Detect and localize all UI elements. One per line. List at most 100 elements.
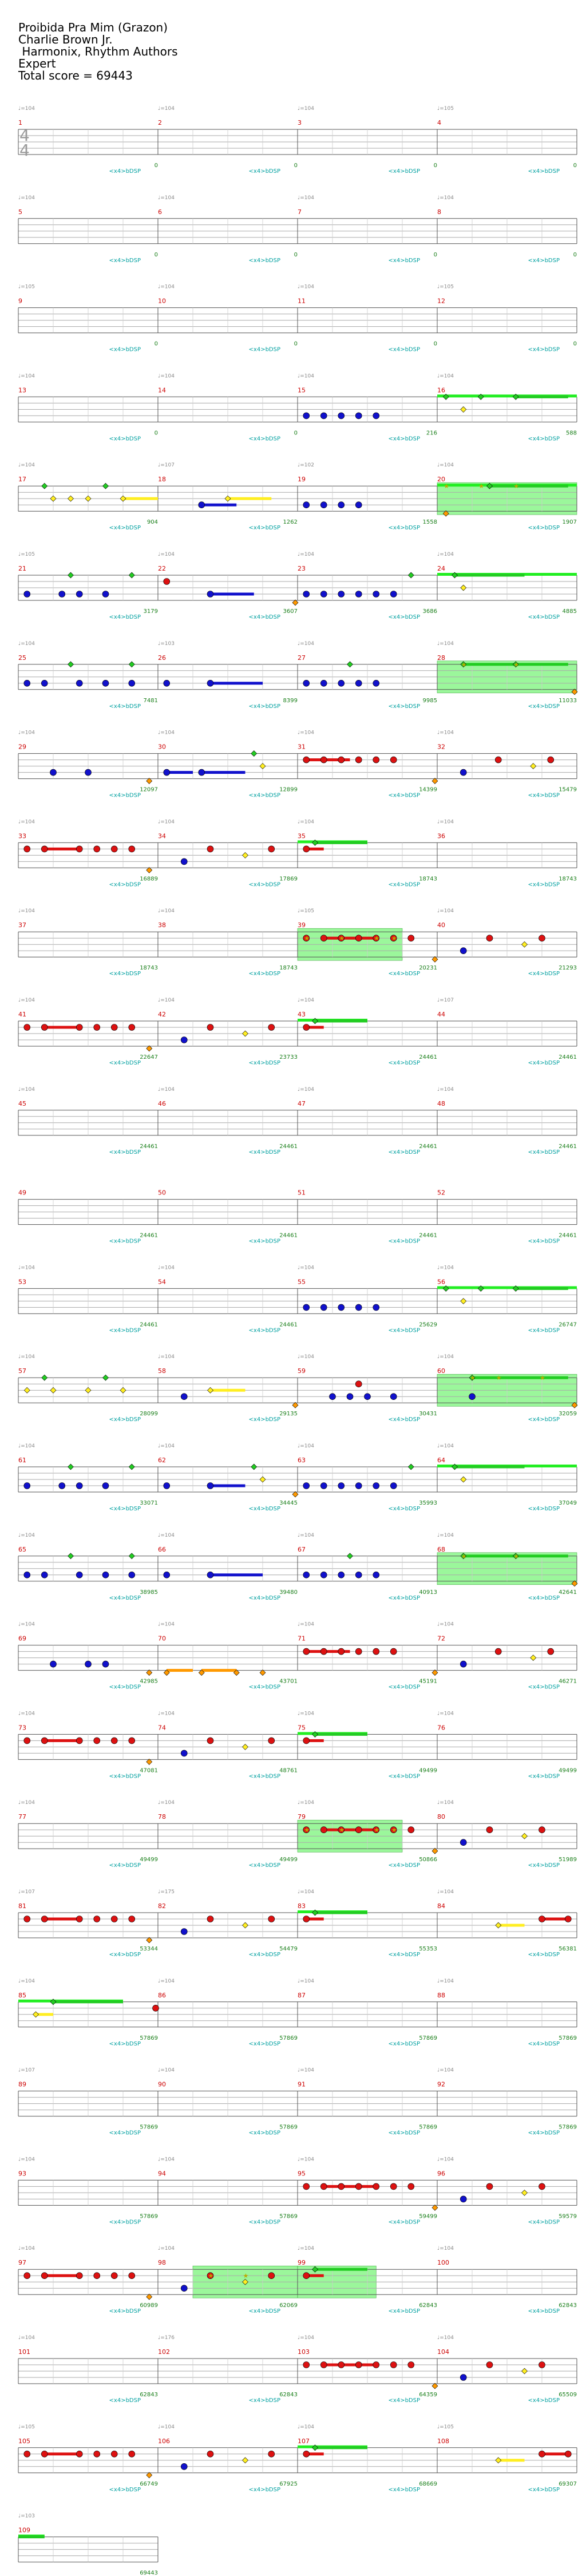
red-note: [268, 1024, 275, 1031]
measure-number: 71: [298, 1635, 306, 1643]
measure-number: 14: [158, 386, 166, 394]
blue-note: [102, 1660, 109, 1668]
tempo-marker: ♩=104: [18, 373, 35, 379]
tempo-marker: ♩=104: [298, 284, 314, 290]
orange-note: [233, 1669, 240, 1676]
star-marker: ★: [208, 2272, 214, 2280]
green-note: [460, 661, 467, 668]
orange-note: [571, 688, 578, 695]
measure-score: 0: [155, 341, 158, 347]
tempo-marker: ♩=105: [437, 284, 454, 290]
multiplier-label: <x4>bDSP: [109, 614, 141, 620]
star-marker: ★: [540, 1374, 545, 1382]
green-note: [512, 393, 519, 400]
measure-number: 78: [158, 1813, 166, 1821]
measure-score: 0: [573, 252, 577, 258]
tempo-marker: ♩=104: [18, 462, 35, 468]
measure-number: 92: [437, 2081, 445, 2088]
blue-note: [338, 1304, 345, 1311]
measure-score: 18743: [419, 876, 437, 882]
red-note: [390, 935, 397, 941]
blue-note: [373, 1572, 380, 1578]
red-note: [303, 2272, 310, 2279]
measure-score: 0: [294, 341, 298, 347]
multiplier-label: <x4>bDSP: [109, 258, 141, 264]
tempo-marker: ♩=104: [298, 1711, 314, 1716]
tempo-marker: ♩=104: [158, 552, 175, 557]
blue-note: [102, 680, 109, 687]
star-marker: ★: [470, 1374, 476, 1382]
blue-note: [338, 501, 345, 509]
blue-note: [163, 769, 171, 776]
multiplier-label: <x4>bDSP: [109, 2041, 141, 2047]
tempo-marker: ♩=104: [18, 1533, 35, 1538]
blue-note: [85, 1660, 92, 1668]
red-note: [303, 1648, 310, 1655]
measure-number: 32: [437, 743, 445, 751]
blue-note: [23, 680, 31, 687]
multiplier-label: <x4>bDSP: [389, 793, 420, 799]
blue-note: [58, 1482, 66, 1489]
measure-number: 96: [437, 2170, 445, 2177]
measure-number: 86: [158, 1992, 166, 1999]
measure-number: 51: [298, 1189, 306, 1197]
red-note: [23, 2272, 31, 2279]
red-note: [110, 1024, 118, 1031]
multiplier-label: <x4>bDSP: [109, 2397, 141, 2404]
blue-note: [320, 1304, 327, 1311]
blue-note: [303, 412, 310, 420]
yellow-note: [242, 1922, 248, 1929]
measure-number: 103: [298, 2348, 310, 2356]
yellow-note: [521, 2368, 528, 2375]
measure-number: 21: [18, 565, 26, 572]
green-note: [512, 1285, 519, 1292]
measure-number: 28: [437, 654, 445, 662]
red-note: [110, 1737, 118, 1744]
red-note: [207, 2272, 214, 2279]
measure-number: 60: [437, 1367, 445, 1375]
tempo-marker: ♩=104: [437, 730, 454, 736]
measure-number: 2: [158, 119, 162, 126]
measure-score: 62843: [419, 2302, 437, 2309]
tempo-marker: ♩=104: [158, 730, 175, 736]
red-note: [407, 2361, 415, 2368]
multiplier-label: <x4>bDSP: [389, 1862, 420, 1869]
red-note: [303, 935, 310, 941]
multiplier-label: <x4>bDSP: [249, 971, 280, 977]
yellow-note: [259, 1476, 266, 1483]
yellow-note: [50, 495, 57, 502]
red-note: [539, 2361, 545, 2368]
red-note: [320, 756, 327, 763]
blue-note: [303, 680, 310, 687]
red-note: [355, 935, 362, 941]
tempo-marker: ♩=104: [437, 1711, 454, 1716]
measure-score: 0: [294, 163, 298, 169]
star-marker: ★: [478, 482, 484, 490]
green-note: [312, 1018, 318, 1024]
blue-note: [329, 1393, 336, 1400]
multiplier-label: <x4>bDSP: [109, 971, 141, 977]
measure-score: 69307: [559, 2481, 577, 2487]
red-note: [390, 1648, 397, 1655]
tempo-marker: ♩=104: [437, 195, 454, 201]
multiplier-label: <x4>bDSP: [249, 1773, 280, 1779]
measure-number: 26: [158, 654, 166, 662]
tempo-marker: ♩=104: [18, 2156, 35, 2162]
measure-number: 36: [437, 832, 445, 840]
yellow-note: [521, 1833, 528, 1839]
time-signature-top: 4: [19, 126, 30, 145]
measure-number: 59: [298, 1367, 306, 1375]
red-note: [355, 1826, 362, 1833]
orange-note: [146, 1045, 153, 1052]
multiplier-label: <x4>bDSP: [109, 793, 141, 799]
measure-number: 74: [158, 1724, 166, 1731]
measure-score: 66749: [140, 2481, 158, 2487]
red-note: [486, 935, 493, 941]
measure-score: 24461: [559, 1054, 577, 1061]
sustain-tail: [315, 2446, 367, 2450]
green-note: [251, 1463, 258, 1470]
multiplier-label: <x4>bDSP: [389, 1773, 420, 1779]
multiplier-label: <x4>bDSP: [249, 1327, 280, 1333]
blue-note: [50, 769, 57, 776]
sustain-tail: [542, 1917, 568, 1921]
